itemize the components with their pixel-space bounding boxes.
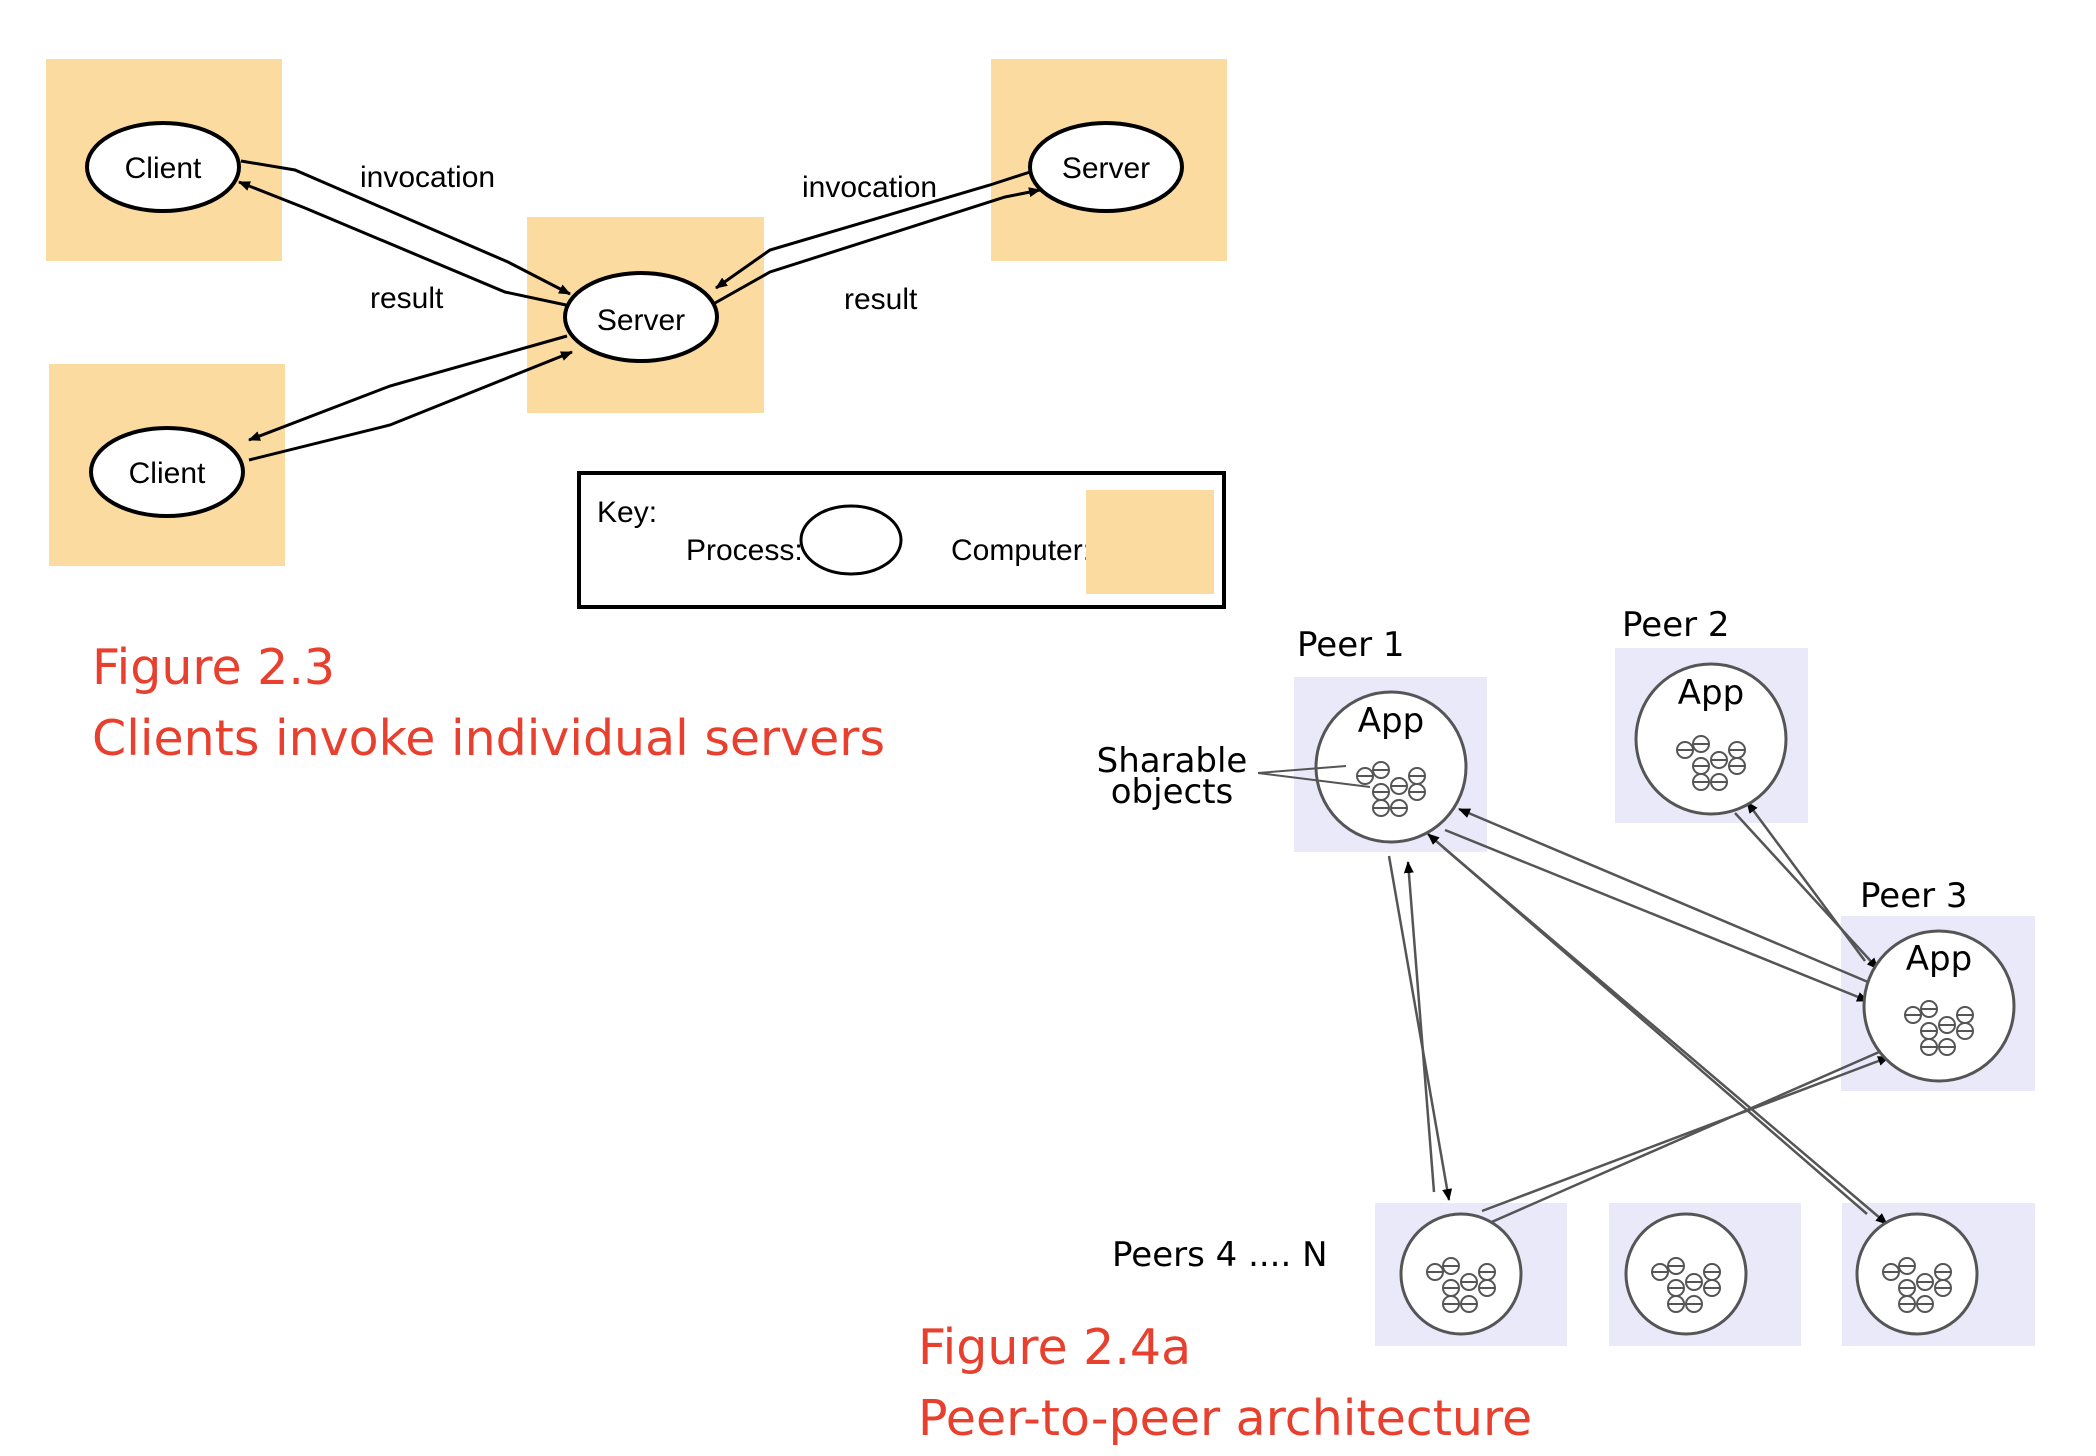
figure-2-3-diagram: Client Client Server Server invocation r… [46,59,1227,609]
sharable-objects-label-line1: Sharable [1097,741,1248,781]
peer-2-app-circle [1634,662,1788,816]
sharable-objects-peer-4 [1426,1257,1496,1313]
peer-n-circle [1855,1212,1979,1336]
app-label-peer-2: App [1678,673,1744,713]
result-arrow-server-to-client1 [238,180,567,307]
figure-2-4a-caption-number: Figure 2.4a [918,1319,1192,1376]
server-right-label: Server [1062,152,1150,185]
process-server-right [1028,121,1184,213]
arrow-peer4-to-peer3 [1481,1055,1890,1213]
legend-key: Key: Process: Computer: [577,471,1226,609]
arrow-peer1-to-peer3 [1444,828,1869,1003]
legend-computer-label: Computer: [951,534,1091,567]
result-arrow-server-to-client2 [248,334,568,442]
edge-label-invocation-right: invocation [802,171,937,204]
result-arrow-server-right-to-server [715,170,1031,290]
arrow-peer3-to-peer4 [1477,1047,1887,1230]
peer-4-circle [1399,1212,1523,1336]
invocation-arrow-client2-to-server [248,350,573,462]
process-server-center [563,271,719,363]
sharable-objects-pointer-1 [1257,765,1347,774]
peer-3-label: Peer 3 [1860,876,1968,916]
sharable-objects-peer-3 [1904,1000,1974,1056]
peer-1-label: Peer 1 [1297,625,1405,665]
arrow-peer3-to-peer1 [1458,807,1869,984]
figure-2-4a-diagram: App App App Peer 1 Peer 2 Peer 3 Peers 4… [1097,605,2035,1346]
arrow-peer4-to-peer1 [1403,861,1436,1193]
figure-2-3-caption-number: Figure 2.3 [92,639,336,696]
client-2-label: Client [129,457,206,490]
legend-process-label: Process: [686,534,803,567]
process-client-1 [85,121,241,213]
arrow-peer3-to-peer2 [1745,801,1867,962]
sharable-objects-label-line2: objects [1111,772,1234,812]
sharable-objects-peer-1 [1356,761,1426,817]
invocation-arrow-server-to-server-right [714,187,1041,305]
arrow-peern-to-peer1 [1427,833,1868,1215]
figure-2-3-caption-title: Clients invoke individual servers [92,710,885,767]
legend-key-heading: Key: [597,496,657,529]
server-center-label: Server [597,304,685,337]
client-1-label: Client [125,152,202,185]
edge-label-result-left: result [370,282,444,315]
arrow-peer1-to-peer4 [1387,855,1453,1201]
sharable-objects-peer-2 [1676,735,1746,791]
app-label-peer-1: App [1358,701,1424,741]
edge-label-result-right: result [844,283,918,316]
process-client-2 [89,426,245,518]
legend-computer-symbol [1086,490,1214,594]
peer-5-circle [1624,1212,1748,1336]
invocation-arrow-client1-to-server [240,159,571,296]
peer-2-label: Peer 2 [1622,605,1730,645]
edge-label-invocation-left: invocation [360,161,495,194]
figure-2-4a-caption-title: Peer-to-peer architecture [918,1390,1533,1447]
sharable-objects-peer-n [1882,1257,1952,1313]
legend-process-symbol [799,504,903,576]
peers-4-n-label: Peers 4 .... N [1112,1235,1328,1275]
sharable-objects-pointer-2 [1257,772,1371,788]
arrow-peer2-to-peer3 [1734,812,1879,970]
app-label-peer-3: App [1906,939,1972,979]
peer-3-app-circle [1862,929,2016,1083]
sharable-objects-peer-5 [1651,1257,1721,1313]
peer-1-app-circle [1314,690,1468,844]
